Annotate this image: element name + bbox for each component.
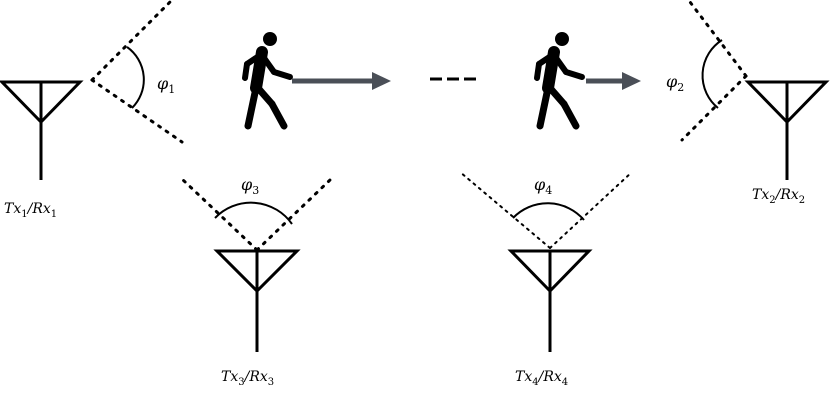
antenna-label-4: Tx4/Rx4 <box>515 369 568 391</box>
antenna-4 <box>507 249 593 352</box>
antenna-label-1: Tx1/Rx1 <box>4 201 57 223</box>
angle-label-2: φ2 <box>666 74 684 96</box>
beam-sector-4 <box>459 171 633 249</box>
angle-label-4: φ4 <box>534 177 552 199</box>
walking-person-icon-2 <box>534 32 585 130</box>
angle-subscript: 4 <box>545 184 553 198</box>
walking-person-icon-1 <box>242 32 293 130</box>
label-sub: 2 <box>798 194 806 206</box>
angle-arc-2 <box>701 39 723 109</box>
label-rx: /Rx <box>775 187 799 203</box>
antenna-1 <box>0 80 84 180</box>
beam-sector-1 <box>90 0 184 144</box>
angle-subscript: 2 <box>677 81 685 95</box>
angle-symbol: φ <box>666 72 678 91</box>
angle-arc-3 <box>214 201 293 225</box>
label-sub: 4 <box>532 376 539 388</box>
label-tx: Tx <box>221 369 239 385</box>
label-rx: /Rx <box>538 369 562 385</box>
angle-subscript: 1 <box>168 83 176 97</box>
movement-arrow-1 <box>292 72 391 90</box>
beam-sector-3 <box>181 178 332 252</box>
label-sub: 1 <box>21 208 28 220</box>
angle-label-1: φ1 <box>157 76 175 98</box>
angle-subscript: 3 <box>252 184 260 198</box>
label-rx: /Rx <box>27 201 51 217</box>
antenna-3 <box>213 249 301 352</box>
label-sub: 1 <box>50 208 58 220</box>
label-rx: /Rx <box>244 369 268 385</box>
angle-label-3: φ3 <box>241 177 259 199</box>
label-tx: Tx <box>515 369 533 385</box>
label-sub: 4 <box>561 376 569 388</box>
angle-arc-4 <box>512 202 585 221</box>
antenna-label-3: Tx3/Rx3 <box>221 369 274 391</box>
movement-arrow-2 <box>586 72 641 90</box>
angle-symbol: φ <box>241 175 253 194</box>
beam-sector-2 <box>680 0 748 142</box>
label-sub: 3 <box>267 376 275 388</box>
label-tx: Tx <box>4 201 22 217</box>
label-sub: 3 <box>238 376 245 388</box>
label-sub: 2 <box>769 194 776 206</box>
antenna-2 <box>744 80 830 180</box>
angle-symbol: φ <box>534 175 546 194</box>
antenna-label-2: Tx2/Rx2 <box>752 187 805 209</box>
angle-symbol: φ <box>157 74 169 93</box>
angle-arc-1 <box>126 46 145 109</box>
label-tx: Tx <box>752 187 770 203</box>
